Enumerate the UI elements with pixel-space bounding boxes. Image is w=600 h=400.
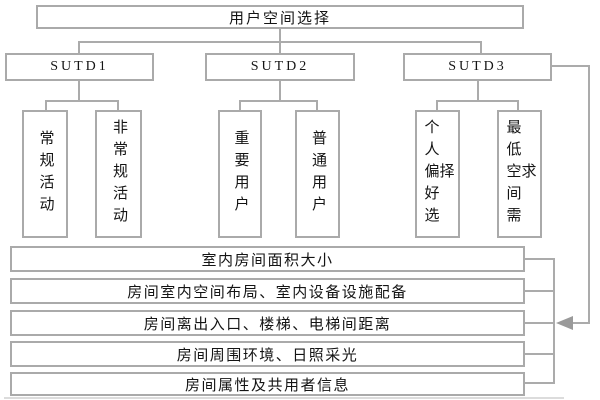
leaf-node-personal-preference: 个人偏好选择 <box>415 110 460 238</box>
connector-line <box>45 100 47 110</box>
connector-line <box>436 100 438 110</box>
root-node-user-space-selection: 用户空间选择 <box>36 5 524 29</box>
connector-line <box>477 81 479 101</box>
connector-line <box>480 41 482 53</box>
branch-node-label: SUTD3 <box>448 59 507 74</box>
leaf-node-important-users: 重要用户 <box>218 110 262 238</box>
leaf-node-ordinary-users: 普通用户 <box>295 110 340 238</box>
connector-line <box>78 81 80 101</box>
criteria-row-label: 房间周围环境、日照采光 <box>176 347 359 364</box>
connector-line <box>525 258 555 260</box>
branch-node-sutd2: SUTD2 <box>205 53 355 81</box>
criteria-row-room-area: 室内房间面积大小 <box>10 246 525 272</box>
connector-line <box>279 41 281 53</box>
criteria-row-attributes-cousers: 房间属性及共用者信息 <box>10 372 525 396</box>
connector-line <box>436 100 519 102</box>
leaf-node-label: 常规活动 <box>37 130 54 218</box>
criteria-row-layout-equipment: 房间室内空间布局、室内设备设施配备 <box>10 278 525 304</box>
leaf-node-label: 普通用户 <box>310 130 326 218</box>
criteria-row-label: 房间属性及共用者信息 <box>184 377 350 394</box>
leaf-node-label: 个人偏好选择 <box>422 119 454 229</box>
connector-line <box>45 100 119 102</box>
connector-line <box>525 382 555 384</box>
connector-line <box>279 81 281 101</box>
connector-line <box>239 100 318 102</box>
branch-node-sutd1: SUTD1 <box>5 53 154 81</box>
connector-line <box>525 322 555 324</box>
leaf-node-regular-activities: 常规活动 <box>22 110 68 238</box>
connector-line <box>78 41 80 53</box>
scan-artifact-line <box>4 397 564 399</box>
criteria-row-distance: 房间离出入口、楼梯、电梯间距离 <box>10 310 525 336</box>
criteria-row-label: 房间离出入口、楼梯、电梯间距离 <box>143 316 392 333</box>
connector-line <box>316 100 318 110</box>
feedback-line <box>588 65 590 324</box>
connector-line <box>239 100 241 110</box>
arrow-left-icon <box>556 316 573 330</box>
criteria-row-label: 房间室内空间布局、室内设备设施配备 <box>127 284 408 301</box>
feedback-line <box>552 65 590 67</box>
criteria-row-label: 室内房间面积大小 <box>201 252 334 269</box>
leaf-node-label: 非常规活动 <box>111 119 127 229</box>
connector-line <box>525 290 555 292</box>
branch-node-sutd3: SUTD3 <box>403 53 552 81</box>
branch-node-label: SUTD1 <box>50 59 109 74</box>
connector-bus-line <box>553 258 555 384</box>
feedback-line <box>573 322 590 324</box>
root-node-label: 用户空间选择 <box>228 10 331 27</box>
criteria-row-environment-daylight: 房间周围环境、日照采光 <box>10 341 525 367</box>
leaf-node-irregular-activities: 非常规活动 <box>95 110 142 238</box>
connector-line <box>117 100 119 110</box>
leaf-node-label: 最低空间需求 <box>504 119 536 229</box>
leaf-node-minimum-space: 最低空间需求 <box>497 110 542 238</box>
connector-line <box>517 100 519 110</box>
connector-line <box>525 353 555 355</box>
leaf-node-label: 重要用户 <box>232 130 249 218</box>
branch-node-label: SUTD2 <box>250 59 310 74</box>
connector-line <box>279 29 281 42</box>
